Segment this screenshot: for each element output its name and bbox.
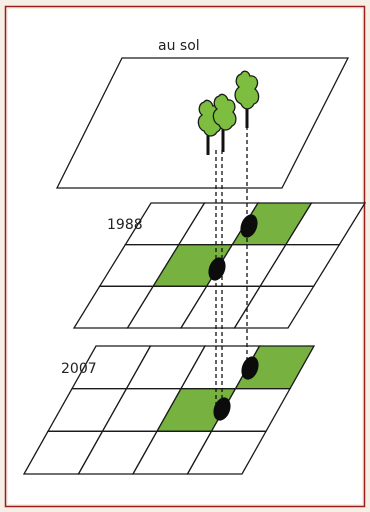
tree-icon	[212, 93, 237, 152]
grid-2007-cell	[186, 430, 268, 475]
tree-icon	[234, 70, 260, 128]
grid-1988-cell	[233, 285, 315, 329]
year-label-2007: 2007	[61, 361, 97, 377]
frame-border	[4, 5, 366, 508]
year-label-1988: 1988	[107, 217, 143, 233]
tree-marker-2007	[241, 356, 259, 380]
tree-marker-1988	[208, 257, 226, 281]
ground-label: au sol	[158, 38, 200, 54]
tree-icon	[197, 99, 222, 155]
tree-marker-1988	[240, 214, 258, 238]
tree-marker-2007	[213, 397, 231, 421]
